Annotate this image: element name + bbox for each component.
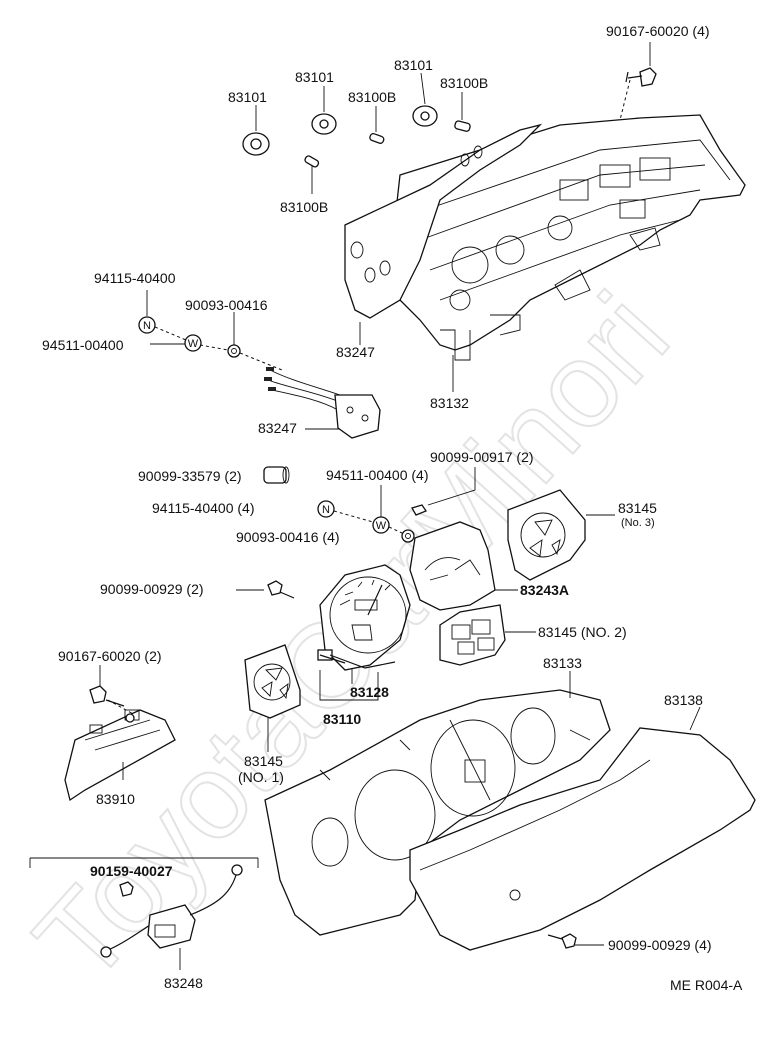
label-94511-00400-a: 94511-00400 — [42, 337, 124, 353]
bulb-83100b-b — [304, 155, 320, 194]
label-83100b-c: 83100B — [440, 75, 488, 91]
label-83100b-a: 83100B — [348, 89, 396, 105]
washer-mark-n2: N — [322, 504, 330, 516]
label-83101-c: 83101 — [394, 57, 433, 73]
cluster-case-83133 — [264, 671, 611, 936]
washer-mark-w1: W — [188, 338, 199, 350]
label-90099-00929-b: 90099-00929 (4) — [608, 937, 712, 953]
label-94115-40400-b: 94115-40400 (4) — [152, 500, 254, 516]
washer-mark-w2: W — [376, 520, 387, 532]
washer-mark-n1: N — [143, 320, 151, 332]
bracket-83910 — [64, 709, 176, 802]
group-bracket-line — [29, 857, 259, 868]
label-83243a: 83243A — [520, 582, 569, 598]
label-90159-40027: 90159-40027 — [90, 863, 173, 879]
label-83100b-b: 83100B — [280, 199, 328, 215]
label-83128: 83128 — [350, 684, 389, 700]
label-83145-no3: 83145 — [618, 500, 657, 516]
label-94511-00400-b: 94511-00400 (4) — [326, 467, 428, 483]
dial-plate-83145-no2 — [439, 604, 536, 666]
label-90167-60020-mid: 90167-60020 (2) — [58, 648, 162, 664]
circuit-board-83247-top — [344, 123, 543, 345]
label-90099-33579: 90099-33579 (2) — [138, 468, 242, 484]
bulb-83100b-c — [454, 92, 471, 132]
label-83247-top: 83247 — [336, 344, 375, 360]
label-90093-00416-b: 90093-00416 (4) — [236, 529, 340, 545]
meter-83243a — [409, 521, 518, 611]
label-83145-no1: 83145 — [244, 753, 283, 769]
speedometer-83110 — [317, 564, 411, 701]
label-83138: 83138 — [664, 692, 703, 708]
label-83132: 83132 — [430, 395, 469, 411]
label-83145-no1-sub: (NO. 1) — [238, 769, 284, 785]
label-90099-00929-a: 90099-00929 (2) — [100, 581, 204, 597]
screw-90167-mid — [89, 665, 136, 716]
label-83248: 83248 — [164, 975, 203, 991]
label-83101-a: 83101 — [228, 89, 267, 105]
dial-plate-83145-no3 — [507, 489, 615, 581]
label-83101-b: 83101 — [295, 69, 334, 85]
label-90167-60020-top: 90167-60020 (4) — [606, 23, 710, 39]
cluster-housing-83132 — [389, 114, 746, 392]
circuit-board-83247-small — [264, 367, 381, 439]
bushing-90099-33579 — [263, 466, 290, 484]
bulb-socket-83101-c — [412, 72, 438, 127]
fastener-set-2: N W — [317, 467, 476, 543]
label-83145-no3-sub: (No. 3) — [621, 517, 655, 529]
bulb-socket-83101-a — [242, 105, 270, 156]
label-94115-40400-a: 94115-40400 — [94, 270, 176, 286]
label-83247-small: 83247 — [258, 420, 297, 436]
fastener-set-1: N W — [138, 290, 283, 371]
footer-code: ME R004-A — [670, 977, 743, 993]
dial-plate-83145-no1 — [244, 644, 301, 752]
screw-90099-00929-b — [547, 933, 604, 949]
bulb-socket-83101-b — [311, 86, 337, 135]
lens-83138 — [409, 706, 756, 951]
label-90099-00917: 90099-00917 (2) — [430, 449, 534, 465]
bulb-83100b-a — [369, 106, 385, 144]
label-90093-00416-a: 90093-00416 — [185, 297, 268, 313]
label-83910: 83910 — [96, 791, 135, 807]
label-83110: 83110 — [323, 711, 361, 727]
label-83133: 83133 — [543, 655, 582, 671]
wire-harness-83248 — [100, 864, 243, 970]
screw-90099-00929-a — [236, 580, 295, 599]
label-83145-no2: 83145 (NO. 2) — [538, 624, 627, 640]
screw-90167-top — [617, 42, 657, 129]
